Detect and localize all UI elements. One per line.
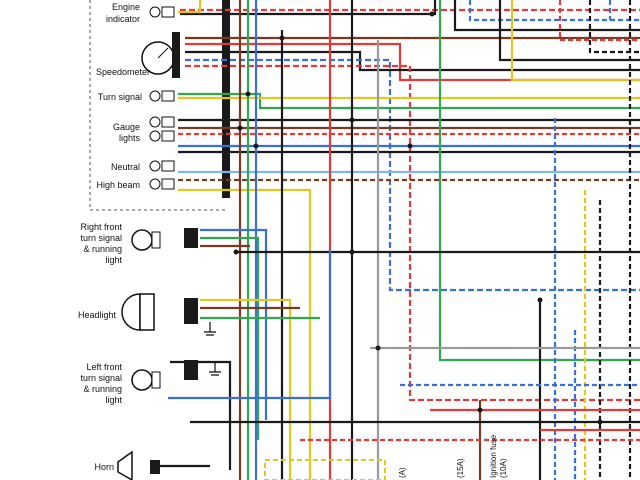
gauge-lights-label-line1: Gauge [113,122,140,132]
speedometer-label: Speedometer [96,67,150,77]
high-beam-label: High beam [96,180,140,190]
lower-wires [160,228,640,480]
ignition-fuse-label-line1: Ignition fuse [489,434,498,478]
engine-indicator-label-line2: indicator [106,14,140,24]
left-front-label-line3: & running [83,384,122,394]
gauge-lights-bulb-icon [149,116,175,142]
neutral-label: Neutral [111,162,140,172]
left-front-label-line1: Left front [86,362,122,372]
left-front-label-line2: turn signal [80,373,122,383]
right-front-label-line1: Right front [80,222,122,232]
wire-junctions [233,11,603,425]
high-beam-bulb-icon [149,178,175,190]
ignition-fuse-label-line2: (10A) [499,458,508,478]
engine-indicator-label-line1: Engine [112,2,140,12]
turn-signal-bulb-icon [149,90,175,102]
right-front-label-line3: & running [83,244,122,254]
horn-label: Horn [94,462,114,472]
trunk-wires [238,0,640,480]
neutral-bulb-icon [149,160,175,172]
horn-icon [117,450,160,480]
gauge-lights-label-line2: lights [119,133,141,143]
turn-signal-label: Turn signal [98,92,142,102]
left-front-label-line4: light [105,395,122,405]
speedometer-gauge-icon [141,32,180,78]
left-front-turn-signal-lamp-icon [131,360,221,391]
fuse-partial-label: (A) [398,467,407,478]
fuse-15a-label: (15A) [456,458,465,478]
engine-indicator-bulb-icon [149,6,175,18]
right-front-turn-signal-lamp-icon [131,228,198,251]
right-front-label-line2: turn signal [80,233,122,243]
right-front-label-line4: light [105,255,122,265]
instrument-cluster-boundary [89,0,225,211]
headlight-label: Headlight [78,310,117,320]
headlight-lamp-icon [121,293,216,336]
bottom-connector-block [264,459,386,480]
